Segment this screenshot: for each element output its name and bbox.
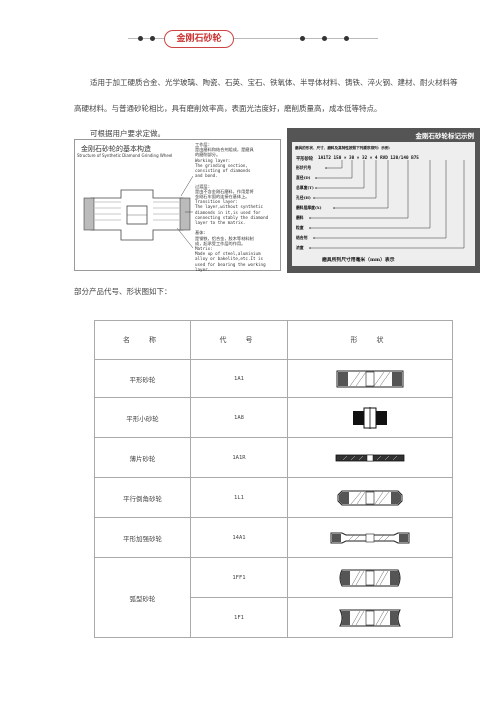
table-row: 弧型砂轮 1FF1: [94, 557, 454, 638]
designation-footer: 磨具所列尺寸用毫米（mm）表示: [322, 257, 395, 263]
table-header-row: 名 称 代 号 形 状: [94, 320, 454, 360]
dot-icon: [344, 36, 349, 41]
intro-line-2: 高硬材料。与普通砂轮相比，具有磨削效率高，表面光洁度好，磨削质量高，成本低等特点…: [74, 104, 382, 113]
row-shape: [286, 397, 454, 438]
row-code: 1A8: [190, 397, 288, 438]
designation-code: 1A1T2 150 × 30 × 32 × 4 RVD 120/140 B75: [318, 156, 419, 161]
table-row: 平形小砂轮 1A8: [94, 397, 454, 438]
structure-diagram-subtitle: Structure of Synthetic Diamond Grinding …: [77, 153, 173, 158]
products-intro: 部分产品代号、形状图如下：: [74, 287, 172, 296]
row-shape: [286, 557, 454, 598]
structure-annotation-line: 基体:: [195, 230, 206, 236]
structure-annotation-line: 成，起承受工作层的作用。: [195, 240, 246, 246]
header-shape: 形 状: [286, 320, 454, 360]
structure-annotation-line: Working layer:: [195, 157, 231, 163]
flat-wheel-icon: [336, 370, 404, 387]
structure-annotation-line: 过渡层:: [195, 183, 211, 189]
structure-annotation-line: layer to the matrix.: [195, 220, 246, 226]
designation-label: 磨料: [296, 215, 304, 220]
designation-label: 结合剂: [296, 235, 308, 240]
structure-annotation-line: The grinding section,: [195, 162, 248, 168]
structure-annotation-line: and bond.: [195, 173, 218, 179]
dot-icon: [150, 36, 155, 41]
designation-label: 粒度: [296, 225, 304, 230]
designation-label: 浓度: [296, 245, 304, 250]
row-shape: [286, 437, 454, 478]
structure-annotation-line: Made up of steel,aluminium: [195, 251, 261, 257]
thin-wheel-icon: [335, 454, 405, 461]
dot-icon: [300, 36, 305, 41]
designation-leader-lines: [309, 160, 465, 249]
designation-label: 总厚度(T): [296, 185, 314, 190]
designation-label: 直径(D): [296, 175, 311, 180]
chamfer-wheel-icon: [337, 490, 403, 505]
row-name: 薄片砂轮: [94, 437, 191, 478]
structure-annotation-line: 是钢铁，铝合金，胶木等材料制: [195, 235, 254, 241]
structure-diagram: 金刚石砂轮的基本构造 Structure of Synthetic Diamon…: [74, 139, 281, 272]
header-divider: [128, 38, 378, 39]
designation-label: 磨料层厚度(X): [296, 205, 322, 210]
structure-annotation-line: The layer,without synthetic: [195, 204, 264, 210]
row-name: 弧型砂轮: [94, 557, 191, 638]
structure-annotation-line: alloy or bakelite,etc.It is: [195, 256, 264, 262]
structure-annotation-line: 工作层:: [195, 142, 211, 147]
table-row: 平形加强砂轮 14A1: [94, 517, 454, 558]
row-shape: [286, 517, 454, 558]
designation-diagram-title: 金刚石砂轮标记示例: [415, 132, 475, 140]
row-name: 平形小砂轮: [94, 397, 191, 438]
row-code: 1FF1: [190, 557, 288, 598]
intro-line-1: 适用于加工硬质合金、光学玻璃、陶瓷、石英、宝石、铁氧体、半导体材料、铸铁、淬火钢…: [90, 78, 458, 87]
structure-annotation-line: layer.: [195, 266, 211, 272]
small-flat-wheel-icon: [352, 406, 387, 429]
designation-label: 孔径(H): [296, 195, 311, 200]
row-shape: [286, 359, 454, 398]
row-code: 1L1: [190, 477, 288, 518]
structure-annotation-line: consisting of diamonds: [195, 168, 251, 174]
concave-wheel-icon: [339, 569, 401, 586]
structure-diagram-title: 金刚石砂轮的基本构造: [81, 145, 151, 153]
structure-annotation-line: 金刚石牢固的连接在基体上。: [195, 194, 250, 200]
structure-annotation-line: Transition layer:: [195, 199, 238, 205]
row-name: 平行倒角砂轮: [94, 477, 191, 518]
row-code: 1A1: [190, 359, 288, 398]
designation-panel: 磨具的形状、尺寸、磨料及其特性按照下列顺序排列：示例： 平形砂轮 1A1T2 1…: [292, 142, 475, 266]
structure-annotation-line: Matrix:: [195, 246, 213, 252]
intro-line-3: 可根据用户要求定做。: [90, 129, 165, 138]
structure-annotation-line: 是由不含金刚石磨料，作用是将: [195, 188, 254, 194]
header-code: 代 号: [190, 320, 288, 360]
structure-annotation-line: connecting stably the diamond: [195, 214, 269, 220]
page-title-banner: 金刚石砂轮: [164, 30, 234, 48]
row-name: 平形砂轮: [94, 359, 191, 398]
structure-annotation-line: diamonds in it,is used for: [195, 209, 261, 215]
table-row: 1F1: [95, 597, 454, 638]
row-shape: [286, 597, 454, 638]
designation-diagram: 金刚石砂轮标记示例 磨具的形状、尺寸、磨料及其特性按照下列顺序排列：示例： 平形…: [287, 128, 480, 273]
row-code: 14A1: [190, 517, 288, 558]
structure-annotation-line: used for bearing the working: [195, 261, 266, 267]
dot-icon: [138, 36, 143, 41]
structure-annotation-line: 是由磨料和结合剂组成，是磨具: [195, 147, 254, 153]
convex-wheel-icon: [339, 609, 401, 626]
table-row: 薄片砂轮 1A1R: [94, 437, 454, 478]
designation-note: 磨具的形状、尺寸、磨料及其特性按照下列顺序排列：示例：: [295, 146, 393, 150]
row-name: 平形加强砂轮: [94, 517, 191, 558]
dot-icon: [322, 36, 327, 41]
designation-label: 形状代号: [296, 165, 312, 170]
wheel-cross-section-drawing: [83, 175, 193, 249]
table-row: 平行倒角砂轮 1L1: [94, 477, 454, 518]
structure-annotation-line: 的磨削部分。: [195, 152, 221, 158]
row-code: 1A1R: [190, 437, 288, 478]
reinforced-wheel-icon: [330, 532, 410, 543]
product-table: 名 称 代 号 形 状 平形砂轮 1A1 平形小砂轮 1A8 薄片砂: [94, 320, 454, 638]
header-name: 名 称: [94, 320, 191, 360]
row-shape: [286, 477, 454, 518]
row-code: 1F1: [190, 597, 288, 638]
designation-code-prefix: 平形砂轮: [296, 157, 314, 162]
table-row: 平形砂轮 1A1: [94, 359, 454, 398]
structure-annotations: 工作层:是由磨料和结合剂组成，是磨具的磨削部分。Working layer:Th…: [195, 142, 268, 272]
